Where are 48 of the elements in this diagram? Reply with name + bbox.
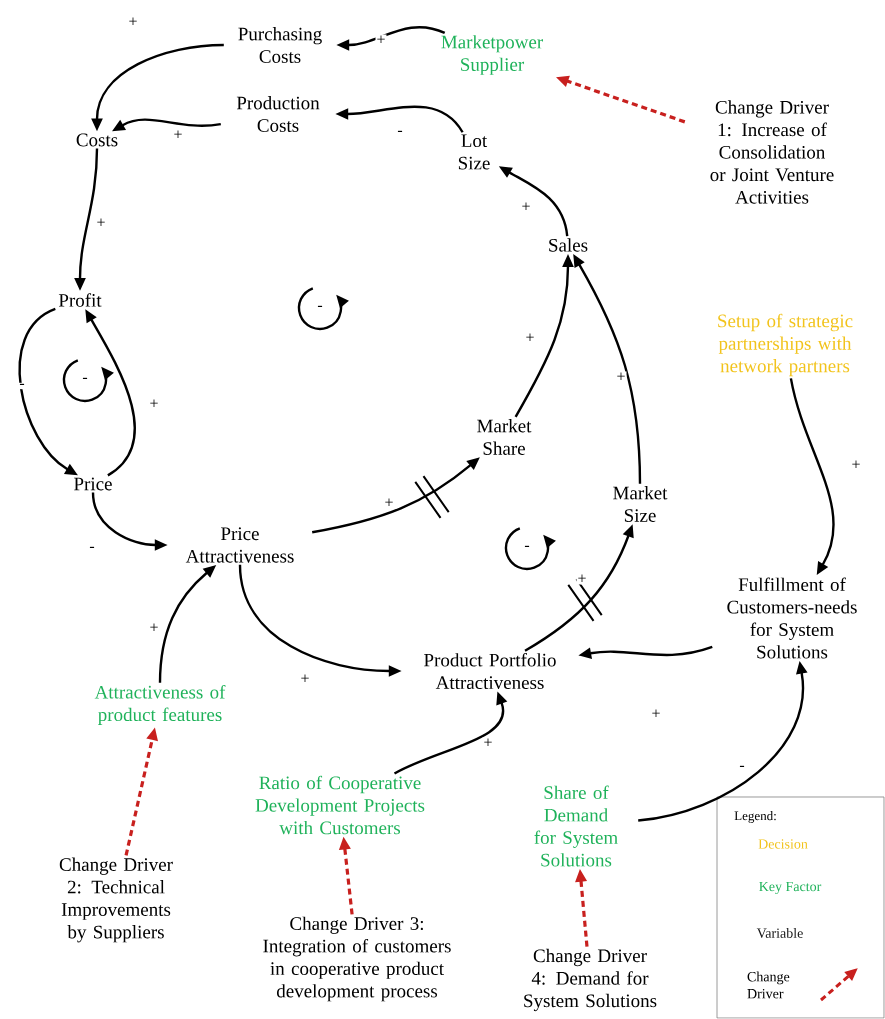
edge-label: + [524, 332, 536, 344]
edge-label: + [520, 201, 532, 213]
variable-label: Price [74, 477, 112, 491]
variable-label: Product Portfolio Attractiveness [424, 652, 556, 690]
edge-label: + [850, 459, 862, 471]
variable-label: Sales [549, 238, 588, 252]
change-driver-label: Change Driver 2: Technical Improvements by Suppliers [59, 857, 173, 943]
variable-label: Lot Size [458, 134, 490, 170]
edge-label: - [738, 764, 746, 772]
edge-label: + [383, 497, 395, 509]
variable-label: Fulfillment of Customers-needs for System Solutions [727, 577, 857, 659]
variable-label: Purchasing Costs [238, 27, 322, 63]
loop-sign: - [82, 377, 88, 379]
legend-entry: Decision [758, 839, 808, 849]
change-driver-label: Change Driver 3: Integration of customers in cooperative product development process [263, 916, 451, 1002]
key-factor-label: Share of Demand for System Solutions [534, 785, 618, 867]
legend-title: Legend: [734, 811, 776, 823]
legend-entry: Change Driver [747, 971, 790, 999]
key-factor-label: Marketpower Supplier [441, 35, 543, 75]
key-factor-label: Attractiveness of product features [94, 685, 226, 725]
legend-entry: Key Factor [759, 881, 822, 895]
variable-label: Costs [76, 133, 118, 147]
variable-label: Market Share [477, 419, 532, 455]
variable-label: Market Size [613, 486, 668, 522]
edge-label: + [650, 708, 662, 720]
edge-label: + [375, 34, 387, 46]
edge-label: + [615, 371, 627, 383]
edge-label: + [172, 129, 184, 141]
variable-label: Production Costs [236, 96, 320, 132]
edge-label: - [18, 382, 26, 390]
edge-label: + [95, 217, 107, 229]
edge-label: - [396, 129, 404, 137]
variable-label: Profit [58, 293, 102, 307]
legend-entry: Variable [756, 928, 803, 938]
loop-sign: - [317, 305, 323, 307]
variable-label: Price Attractiveness [185, 527, 294, 563]
edge-label: + [299, 673, 311, 685]
loop-sign: - [524, 545, 530, 547]
edge-label: + [127, 16, 139, 28]
edge-label: + [576, 573, 588, 585]
change-driver-label: Change Driver 4: Demand for System Solutions [524, 948, 657, 1012]
edge-label: + [148, 398, 160, 410]
edge-label: - [88, 545, 96, 553]
change-driver-label: Change Driver 1: Increase of Consolidation or Joint Venture Activities [710, 100, 834, 204]
edge-label: + [482, 737, 494, 749]
decision-label: Setup of strategic partnerships with network partners [718, 313, 853, 377]
edge-label: + [148, 622, 160, 634]
key-factor-label: Ratio of Cooperative Development Projects with Customers [255, 775, 425, 835]
